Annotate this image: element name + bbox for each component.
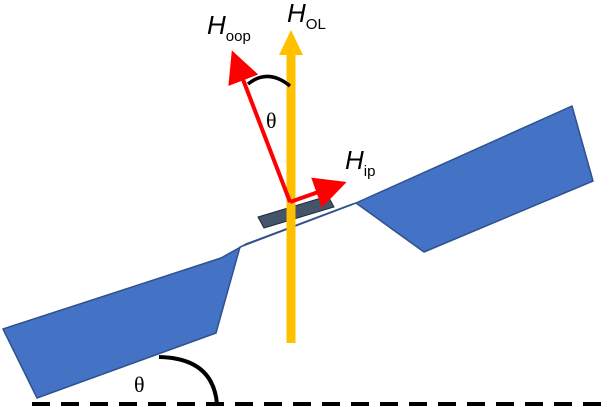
h-oop-arrow: [228, 50, 292, 203]
h-ip-label: Hip: [345, 145, 375, 180]
h-ol-arrow-head: [279, 30, 303, 55]
h-oop-label: Hoop: [207, 10, 251, 45]
tilted-substrate: [2, 105, 594, 399]
theta-upper-label: θ: [266, 108, 277, 133]
theta-lower-label: θ: [134, 372, 145, 397]
h-ol-label: HOL: [287, 0, 326, 33]
h-ip-arrow: [289, 177, 347, 208]
upper-angle-arc: [246, 74, 292, 88]
lower-angle-arc: [158, 355, 219, 405]
